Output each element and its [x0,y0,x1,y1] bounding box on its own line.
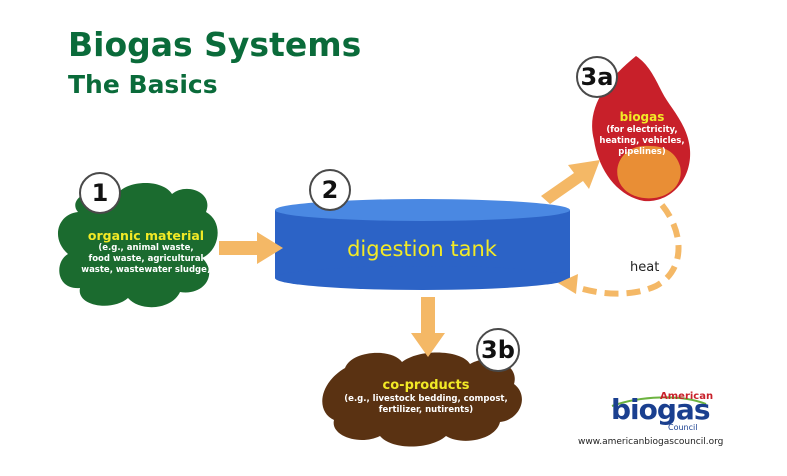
logo-council: Council [668,423,698,432]
logo-swoosh [611,396,707,407]
step-badge-3b: 3b [476,328,520,372]
organic-material-cloud [57,182,218,308]
biogas-detail-1: (for electricity, [606,125,678,135]
organic-material-title: organic material [87,228,205,243]
digestion-tank-label: digestion tank [347,237,497,261]
step-badge-3a: 3a [576,56,618,98]
co-products-detail-2: fertilizer, nutirents) [378,405,474,415]
co-products-detail-1: (e.g., livestock bedding, compost, [344,394,508,404]
biogas-flame [592,56,691,202]
heat-label: heat [630,260,660,275]
arrow-organic-to-tank [219,232,283,264]
organic-material-label: organic material (e.g., animal waste, fo… [80,228,212,276]
co-products-label: co-products (e.g., livestock bedding, co… [336,378,516,416]
organic-detail-3: waste, wastewater sludge) [81,265,211,275]
organic-detail-1: (e.g., animal waste, [98,243,194,253]
step-badge-1: 1 [79,172,121,214]
website-url: www.americanbiogascouncil.org [578,437,724,447]
logo-biogas-word: biogas [611,393,710,426]
biogas-title: biogas [619,110,665,124]
co-products-title: co-products [382,378,470,393]
heat-return-path [575,203,682,297]
co-products-cloud [322,352,522,447]
page-subtitle: The Basics [68,70,218,99]
organic-detail-2: food waste, agricultural [88,254,204,264]
arrow-tank-to-biogas [541,160,600,204]
logo-american: American [660,391,714,402]
step-badge-2: 2 [309,169,351,211]
biogas-detail-2: heating, vehicles, [599,136,685,146]
digestion-tank [275,199,570,290]
biogas-detail-3: pipelines) [618,147,666,157]
biogas-label: biogas (for electricity, heating, vehicl… [592,110,692,158]
arrow-tank-to-coproducts [411,297,445,357]
heat-arrowhead [558,274,578,294]
page-title: Biogas Systems [68,25,362,64]
